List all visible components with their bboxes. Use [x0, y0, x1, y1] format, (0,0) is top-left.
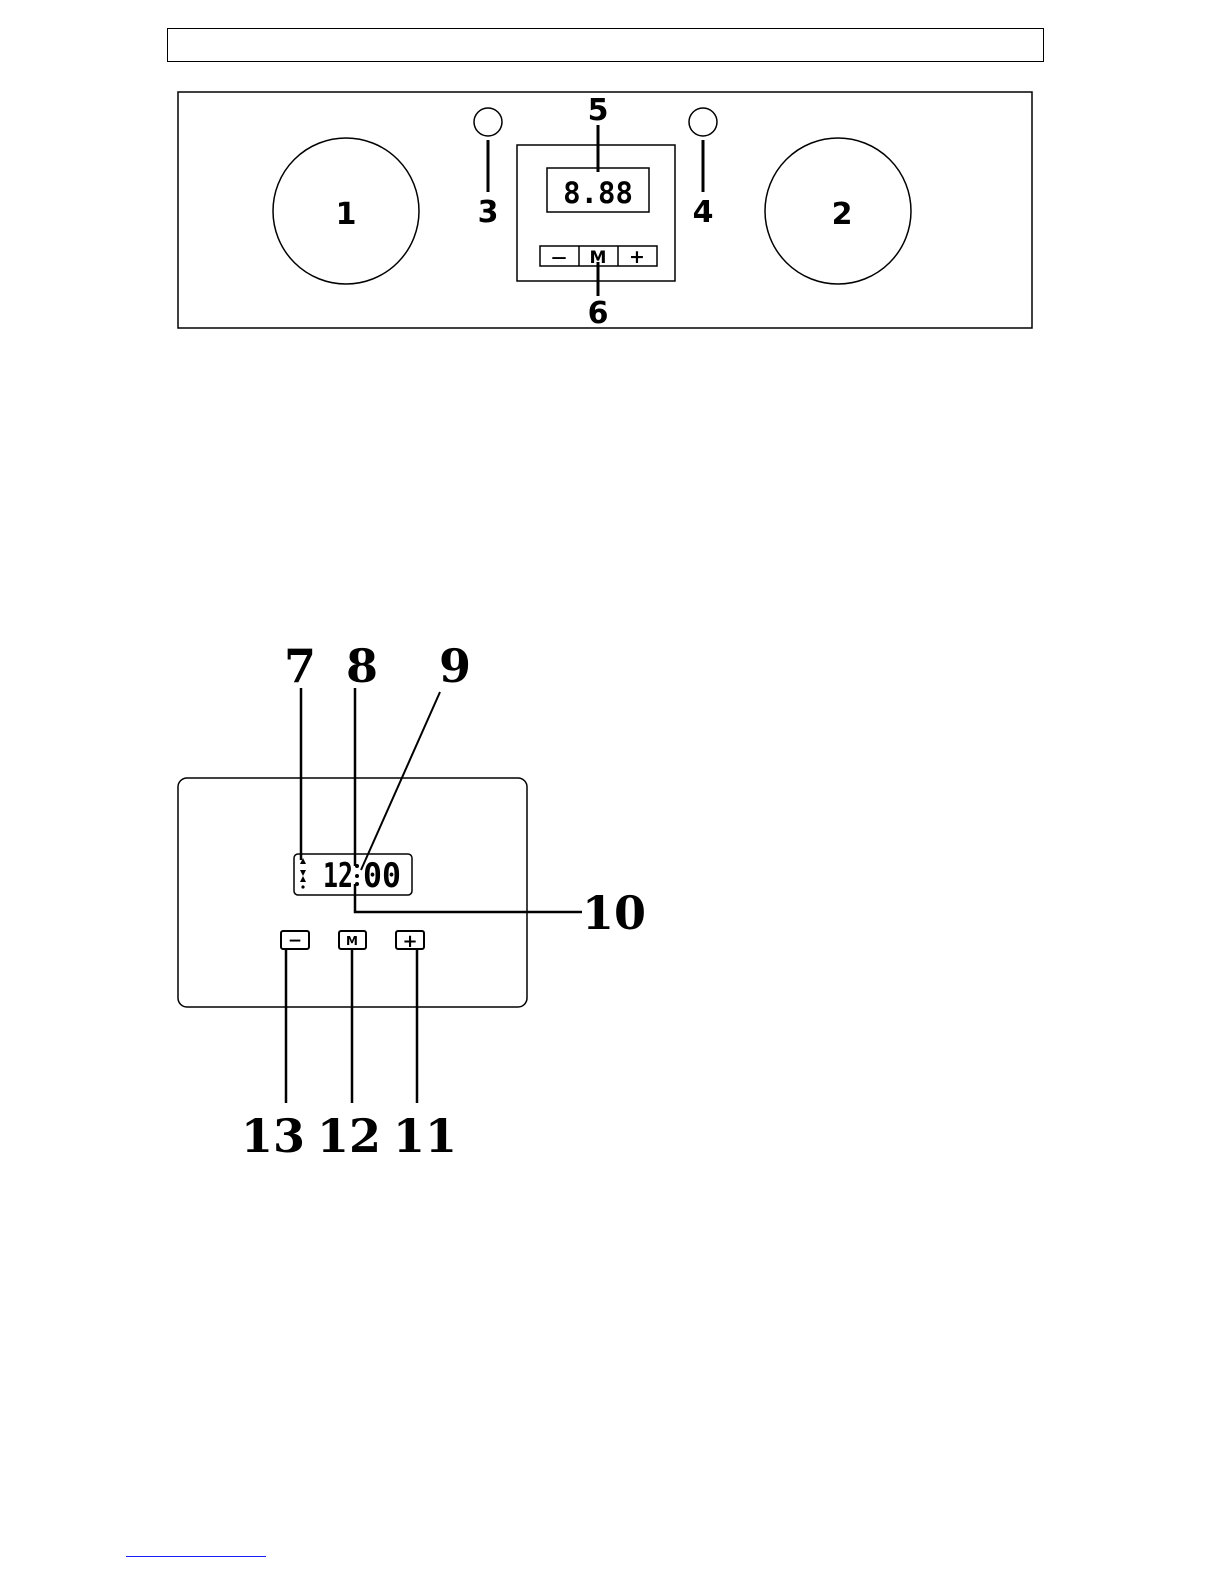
callout-13: 13	[241, 1109, 305, 1163]
callout-12: 12	[317, 1109, 381, 1163]
callout-4: 4	[693, 195, 714, 230]
callout-line-9	[361, 692, 440, 870]
callout-9: 9	[439, 639, 471, 693]
indicator-light-right	[689, 108, 717, 136]
panel-minus-button[interactable]: —	[552, 248, 567, 266]
timer-hours: 12	[323, 856, 353, 896]
callout-5: 5	[588, 93, 609, 128]
indicator-light-left	[474, 108, 502, 136]
timer-mode-button[interactable]: M	[346, 934, 358, 948]
callout-7: 7	[284, 639, 316, 693]
timer-plus-button[interactable]: +	[402, 931, 417, 952]
panel-plus-button[interactable]: +	[629, 246, 645, 268]
timer-minutes: 00	[363, 856, 401, 896]
callout-8: 8	[346, 639, 378, 693]
mode-indicator-icon	[300, 858, 306, 889]
callout-6: 6	[588, 296, 609, 331]
callout-11: 11	[393, 1109, 457, 1163]
display-value: 8.88	[563, 176, 633, 210]
footnote-rule	[126, 1556, 266, 1557]
zone-2-label: 2	[832, 197, 853, 232]
zone-1-label: 1	[336, 197, 357, 232]
callout-3: 3	[478, 195, 499, 230]
timer-minus-button[interactable]: −	[288, 931, 302, 951]
colon-dots-icon	[355, 864, 359, 886]
callout-10: 10	[582, 886, 646, 940]
